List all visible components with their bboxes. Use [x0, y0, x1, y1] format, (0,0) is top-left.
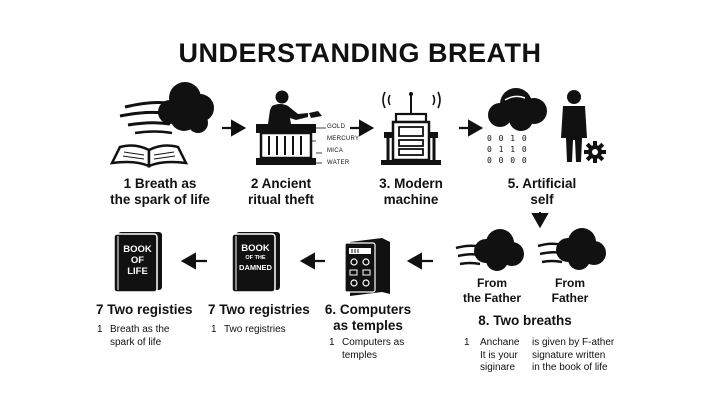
label-line: Father [551, 291, 589, 305]
open-book-icon [109, 144, 189, 168]
note-number: 1 [97, 324, 103, 335]
step-8-note-b: is given by F-ather signature written in… [532, 337, 642, 377]
note-text: Breath as the spark of life [110, 324, 220, 349]
step-7a-label: 7 Two registies [96, 302, 193, 317]
ritual-altar-icon [256, 90, 326, 165]
label-line: 6. Computers [324, 302, 412, 317]
cover-line: DAMNED [239, 263, 272, 272]
label-line: 1 Breath as [123, 176, 197, 191]
label-line: ritual theft [248, 192, 314, 207]
label-line: 5. Artificial [507, 176, 577, 191]
book-of-life-icon [113, 232, 162, 293]
label-line: 3. Modern [379, 176, 443, 191]
note-line: Computers as [342, 337, 405, 348]
cloud-caption-a: From the Father [452, 276, 532, 306]
note-text: Computers as temples [342, 337, 452, 362]
step-7b-label: 7 Two registries [208, 302, 310, 317]
note-line: temples [342, 349, 378, 361]
note-line: in the book of life [532, 362, 608, 373]
note-line: Two registries [224, 324, 286, 335]
note-number: 1 [329, 337, 335, 348]
metal-label: WATER [327, 160, 350, 166]
note-line: is given by F-ather [532, 337, 615, 348]
note-line: spark of life [110, 336, 162, 348]
father-cloud-icon [455, 229, 524, 271]
cover-line: OF [130, 255, 145, 266]
binary-row: 0 0 0 0 [487, 156, 528, 165]
label-line: 2 Ancient [250, 176, 312, 191]
step-2-label: 2 Ancient ritual theft [236, 176, 326, 208]
note-text: Anchane It is your siginare [480, 337, 530, 375]
note-number: 1 [211, 324, 217, 335]
metal-label: MERCURY [327, 136, 360, 142]
label-line: From [477, 276, 507, 290]
book-of-the-damned-icon [231, 232, 280, 293]
metal-label: GOLD [327, 124, 346, 130]
digital-cloud-icon [488, 88, 547, 131]
father-cloud-icon [537, 228, 606, 270]
computer-icon [344, 238, 390, 296]
step-8-note-a: 1 Anchane It is your siginare [464, 337, 524, 377]
cover-line: BOOK [241, 243, 270, 254]
life-cover-text: BOOK OF LIFE [118, 244, 157, 277]
cover-line: BOOK [123, 244, 152, 255]
machine-icon [381, 91, 441, 165]
page-title: UNDERSTANDING BREATH [178, 38, 542, 68]
step-7b-note: 1 Two registries [211, 324, 311, 344]
metal-label: MICA [327, 148, 344, 154]
label-line: machine [383, 192, 439, 207]
label-line: as temples [333, 318, 403, 333]
metals-list: GOLD MERCURY MICA WATER [327, 121, 367, 169]
step-8-title: 8. Two breaths [478, 313, 572, 328]
breath-cloud-icon [119, 82, 214, 135]
binary-row: 0 1 1 0 [487, 145, 528, 154]
step-3-label: 3. Modern machine [366, 176, 456, 208]
binary-stream: 0 0 1 0 0 1 1 0 0 0 0 0 [487, 133, 547, 166]
note-line: Anchane [480, 337, 520, 348]
label-line: the spark of life [110, 192, 210, 207]
cloud-caption-b: From Father [540, 276, 600, 306]
step-5-label: 5. Artificial self [492, 176, 592, 208]
note-text: Two registries [224, 324, 334, 337]
cover-line: OF THE [245, 255, 266, 261]
note-line: siginare [480, 362, 516, 373]
binary-row: 0 0 1 0 [487, 134, 528, 143]
damned-cover-text: BOOK OF THE DAMNED [236, 243, 275, 273]
gear-icon [584, 141, 606, 163]
note-line: Breath as the [110, 324, 170, 335]
cover-line: LIFE [127, 266, 148, 277]
note-number: 1 [464, 337, 470, 348]
step-1-label: 1 Breath as the spark of life [100, 176, 220, 208]
step-6-note: 1 Computers as temples [329, 337, 429, 367]
step-7a-note: 1 Breath as the spark of life [97, 324, 197, 354]
label-line: the Father [462, 291, 521, 305]
note-line: signature written [532, 349, 606, 361]
step-6-label: 6. Computers as temples [318, 302, 418, 334]
person-icon [561, 90, 587, 162]
label-line: self [530, 192, 554, 207]
label-line: From [555, 276, 585, 290]
note-line: It is your [480, 349, 518, 361]
